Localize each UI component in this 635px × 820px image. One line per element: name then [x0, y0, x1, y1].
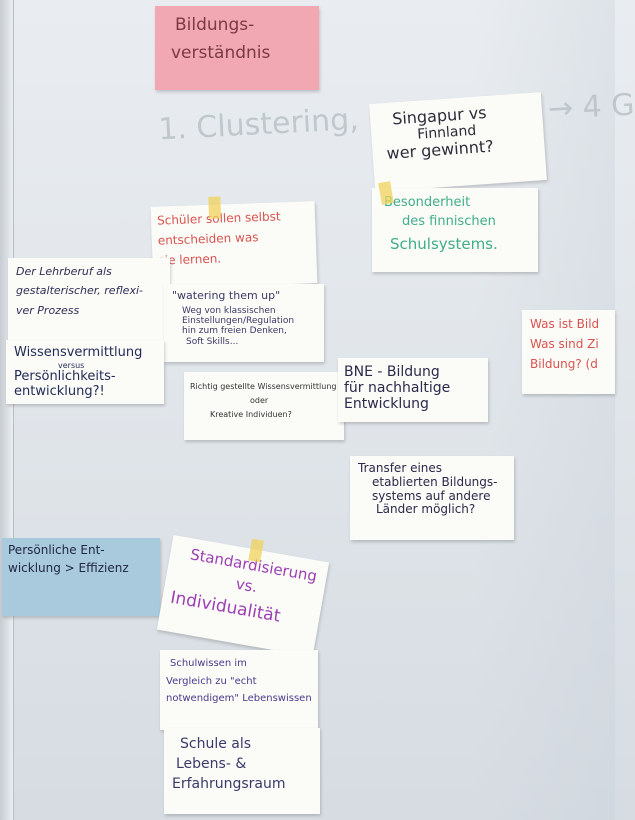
- schulwissen-line-3: notwendigem" Lebenswissen: [166, 693, 312, 704]
- wissen-line-3: Persönlichkeits-: [14, 369, 116, 385]
- card-watering: "watering them up" Weg von klassischen E…: [164, 284, 324, 362]
- wissen-line-4: entwicklung?!: [14, 384, 105, 400]
- whiteboard-frame: [0, 0, 14, 820]
- schulwissen-line-2: Vergleich zu "echt: [166, 675, 257, 687]
- title-card: Bildungs- verständnis: [155, 6, 319, 90]
- schueler-line-2: entscheiden was: [157, 229, 259, 248]
- bne-line-2: für nachhaltige: [344, 380, 451, 397]
- besonderheit-line-3: Schulsystems.: [390, 234, 498, 253]
- lehrberuf-line-3: ver Prozess: [16, 304, 80, 318]
- lehrberuf-line-2: gestalterischer, reflexi-: [16, 283, 143, 297]
- card-schulwissen: Schulwissen im Vergleich zu "echt notwen…: [160, 650, 318, 730]
- was-ist-line-1: Was ist Bild: [530, 317, 600, 331]
- richtig-line-2: oder: [250, 396, 269, 406]
- schueler-line-1: Schüler sollen selbst: [156, 209, 281, 228]
- title-line-2: verständnis: [171, 42, 271, 63]
- persoenlich-line-2: wicklung > Effizienz: [8, 560, 129, 575]
- card-richtig: Richtig gestellte Wissensvermittlung ode…: [184, 372, 344, 440]
- besonderheit-line-1: Besonderheit: [384, 195, 471, 210]
- wissen-line-1: Wissensvermittlung: [14, 345, 143, 360]
- transfer-line-4: Länder möglich?: [376, 502, 476, 517]
- richtig-line-3: Kreative Individuen?: [210, 410, 292, 420]
- was-ist-line-3: Bildung? (d: [530, 356, 598, 371]
- card-was-ist: Was ist Bild Was sind Zi Bildung? (d: [522, 310, 615, 394]
- bne-line-3: Entwicklung: [344, 396, 429, 413]
- schule-line-1: Schule als: [180, 736, 252, 752]
- card-schule: Schule als Lebens- & Erfahrungsraum: [164, 728, 320, 814]
- richtig-line-1: Richtig gestellte Wissensvermittlung: [190, 382, 337, 391]
- watering-line-1: "watering them up": [172, 289, 281, 302]
- card-wissen: Wissensvermittlung versus Persönlichkeit…: [6, 340, 164, 404]
- watering-line-2: Weg von klassischen: [182, 305, 276, 316]
- schulwissen-line-1: Schulwissen im: [170, 658, 247, 669]
- wissen-line-2: versus: [58, 360, 85, 370]
- watering-line-5: Soft Skills...: [186, 336, 239, 347]
- card-persoenlich: Persönliche Ent- wicklung > Effizienz: [2, 538, 160, 616]
- lehrberuf-line-1: Der Lehrberuf als: [16, 265, 112, 278]
- card-transfer: Transfer eines etablierten Bildungs- sys…: [350, 456, 514, 540]
- whiteboard-edge: [13, 0, 14, 820]
- transfer-line-3: systems auf andere: [372, 488, 491, 503]
- was-ist-line-2: Was sind Zi: [530, 336, 599, 351]
- card-standard: Standardisierung vs. Individualität: [156, 535, 330, 657]
- persoenlich-line-1: Persönliche Ent-: [8, 543, 105, 557]
- card-besonderheit: Besonderheit des finnischen Schulsystems…: [372, 181, 538, 272]
- schule-line-2: Lebens- &: [176, 756, 247, 773]
- watering-line-3: Einstellungen/Regulation: [182, 315, 295, 326]
- schueler-line-3: sie lernen.: [158, 251, 222, 268]
- transfer-line-2: etablierten Bildungs-: [372, 474, 498, 489]
- watering-line-4: hin zum freien Denken,: [182, 326, 287, 337]
- transfer-line-1: Transfer eines: [358, 461, 443, 475]
- schule-line-3: Erfahrungsraum: [172, 776, 286, 793]
- card-schueler: Schüler sollen selbst entscheiden was si…: [150, 196, 318, 289]
- card-bne: BNE - Bildung für nachhaltige Entwicklun…: [338, 358, 488, 422]
- title-line-1: Bildungs-: [175, 15, 255, 35]
- card-lehrberuf: Der Lehrberuf als gestalterischer, refle…: [8, 258, 170, 342]
- bne-line-1: BNE - Bildung: [344, 364, 440, 380]
- besonderheit-line-2: des finnischen: [402, 213, 496, 229]
- card-singapur: Singapur vs Finnland wer gewinnt?: [369, 92, 547, 192]
- tape: [208, 196, 222, 219]
